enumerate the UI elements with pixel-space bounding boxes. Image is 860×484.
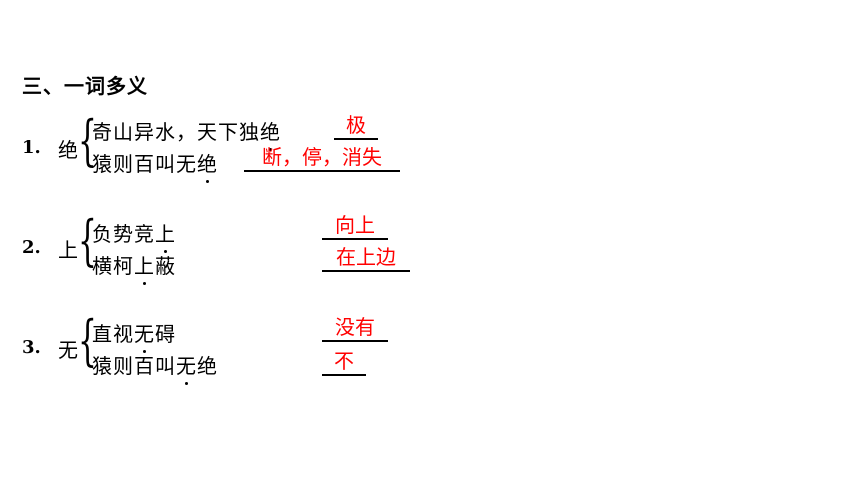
answer-blank: 断，停，消失	[244, 144, 400, 172]
key-character: 绝	[197, 148, 218, 183]
answer-blank: 在上边	[322, 244, 410, 272]
item-number: 1.	[22, 137, 41, 158]
brace-icon: {	[78, 309, 97, 372]
sense-sentence: 横柯上蔽	[92, 250, 176, 285]
item-word: 绝	[58, 138, 78, 162]
sentence-text: 直视	[92, 322, 134, 346]
answer-blank: 向上	[322, 212, 388, 240]
key-character: 上	[155, 218, 176, 253]
section-title: 三、一词多义	[22, 74, 148, 98]
sentence-text: 猿则百叫	[92, 354, 176, 378]
sense-sentence: 猿则百叫无绝	[92, 148, 218, 183]
polysemy-item-2: 2. 上 { 负势竞上 向上 横柯上蔽 在上边	[0, 209, 860, 285]
sentence-text: 横柯	[92, 254, 134, 278]
polysemy-item-3: 3. 无 { 直视无碍 没有 猿则百叫无绝 不	[0, 309, 860, 385]
sentence-text: 碍	[155, 322, 176, 346]
sentence-text: 蔽	[155, 254, 176, 278]
item-word: 无	[58, 338, 78, 362]
item-word: 上	[58, 238, 78, 262]
answer-blank: 极	[334, 112, 378, 140]
key-character: 无	[176, 350, 197, 385]
item-number: 3.	[22, 337, 41, 358]
brace-icon: {	[78, 109, 97, 172]
sense-sentence: 猿则百叫无绝	[92, 350, 218, 385]
sense-sentence: 负势竞上	[92, 218, 176, 253]
key-character: 无	[134, 318, 155, 353]
answer-blank: 没有	[322, 314, 388, 342]
polysemy-item-1: 1. 绝 { 奇山异水，天下独绝 极 猿则百叫无绝 断，停，消失	[0, 109, 860, 183]
brace-icon: {	[78, 209, 97, 272]
sense-sentence: 奇山异水，天下独绝	[92, 116, 281, 151]
sentence-text: 猿则百叫无	[92, 152, 197, 176]
sense-sentence: 直视无碍	[92, 318, 176, 353]
sentence-text: 绝	[197, 354, 218, 378]
key-character: 上	[134, 250, 155, 285]
sentence-text: 奇山异水，天下独	[92, 120, 260, 144]
sentence-text: 负势竞	[92, 222, 155, 246]
item-number: 2.	[22, 237, 41, 258]
key-character: 绝	[260, 116, 281, 151]
answer-blank: 不	[322, 348, 366, 376]
